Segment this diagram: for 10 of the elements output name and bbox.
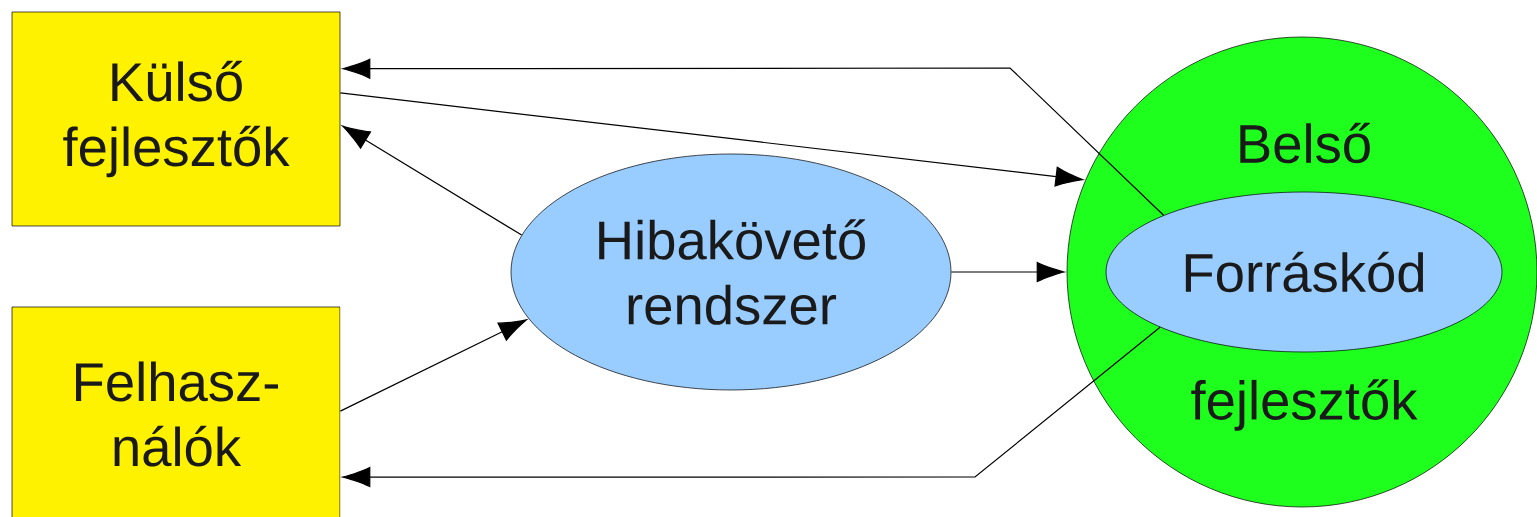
arrow — [339, 92, 1084, 187]
user-box: Felhasz- nálók — [11, 306, 341, 517]
developer-box: Külső fejlesztők — [11, 11, 341, 227]
text-label: Belső — [1240, 122, 1370, 164]
arrow — [342, 326, 1161, 488]
arrow — [342, 58, 1165, 216]
arrow — [950, 261, 1065, 283]
text-label: fejlesztők — [1191, 379, 1418, 431]
arrow — [339, 319, 527, 412]
arrow — [342, 125, 523, 236]
